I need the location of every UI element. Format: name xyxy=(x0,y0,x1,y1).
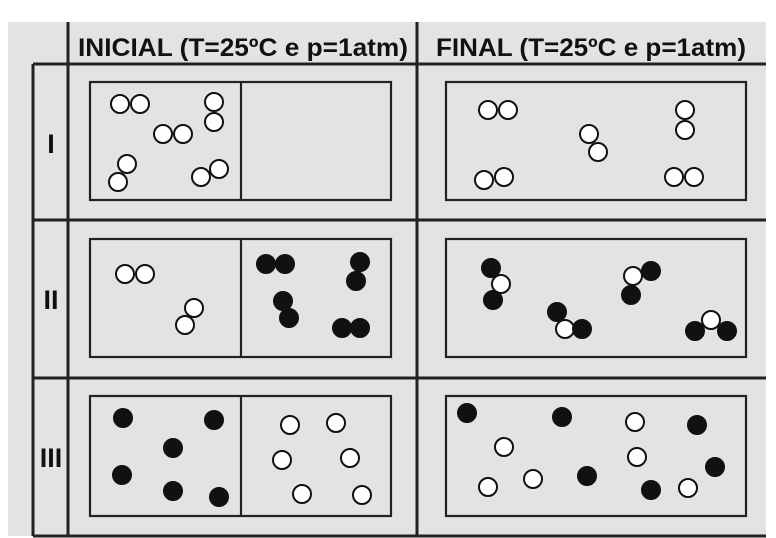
white-atom xyxy=(626,413,644,431)
black-atom xyxy=(688,416,706,434)
white-atom xyxy=(628,448,646,466)
atom-row3-initial-left-3 xyxy=(164,439,182,457)
white-atom xyxy=(118,155,136,173)
atom-row3-final-6 xyxy=(628,448,646,466)
white-atom xyxy=(205,113,223,131)
white-atom xyxy=(589,143,607,161)
atom-row3-final-11 xyxy=(642,481,660,499)
black-atom xyxy=(210,488,228,506)
atom-row3-initial-left-5 xyxy=(164,482,182,500)
header-final: FINAL (T=25ºC e p=1atm) xyxy=(436,34,746,62)
white-atom xyxy=(109,173,127,191)
black-atom xyxy=(642,262,660,280)
white-atom xyxy=(679,479,697,497)
atom-row3-final-5 xyxy=(495,438,513,456)
black-atom xyxy=(113,466,131,484)
atom-row3-final-1 xyxy=(458,404,476,422)
row-label-3: III xyxy=(40,443,63,473)
black-atom xyxy=(347,272,365,290)
atom-row3-initial-left-1 xyxy=(114,409,132,427)
white-atom xyxy=(479,101,497,119)
atom-row3-initial-right-3 xyxy=(273,451,291,469)
white-atom xyxy=(624,267,642,285)
row-label-2: II xyxy=(43,285,58,315)
white-atom xyxy=(174,125,192,143)
row-label-1: I xyxy=(47,129,55,159)
black-atom xyxy=(114,409,132,427)
white-atom xyxy=(327,414,345,432)
white-atom xyxy=(475,171,493,189)
atom-row3-final-3 xyxy=(626,413,644,431)
atom-row3-final-12 xyxy=(679,479,697,497)
white-atom xyxy=(580,125,598,143)
black-atom xyxy=(276,255,294,273)
white-atom xyxy=(111,95,129,113)
atom-row3-initial-left-2 xyxy=(205,411,223,429)
white-atom xyxy=(185,299,203,317)
black-atom xyxy=(257,255,275,273)
black-atom xyxy=(718,322,736,340)
black-atom xyxy=(622,286,640,304)
white-atom xyxy=(495,168,513,186)
black-atom xyxy=(205,411,223,429)
atom-row3-final-4 xyxy=(688,416,706,434)
atom-row3-initial-right-5 xyxy=(293,485,311,503)
white-atom xyxy=(556,320,574,338)
black-atom xyxy=(553,408,571,426)
white-atom xyxy=(205,93,223,111)
black-atom xyxy=(482,259,500,277)
black-atom xyxy=(164,482,182,500)
black-atom xyxy=(706,458,724,476)
white-atom xyxy=(524,470,542,488)
header-initial: INICIAL (T=25ºC e p=1atm) xyxy=(78,34,408,62)
white-atom xyxy=(676,121,694,139)
black-atom xyxy=(333,319,351,337)
white-atom xyxy=(495,438,513,456)
white-atom xyxy=(154,125,172,143)
white-atom xyxy=(665,168,683,186)
white-atom xyxy=(136,265,154,283)
atom-row3-final-7 xyxy=(706,458,724,476)
white-atom xyxy=(131,95,149,113)
atom-row3-initial-right-4 xyxy=(341,449,359,467)
black-atom xyxy=(573,320,591,338)
atom-row3-final-8 xyxy=(578,467,596,485)
atom-row3-initial-left-4 xyxy=(113,466,131,484)
white-atom xyxy=(499,101,517,119)
black-atom xyxy=(484,291,502,309)
black-atom xyxy=(351,319,369,337)
black-atom xyxy=(351,253,369,271)
white-atom xyxy=(479,478,497,496)
white-atom xyxy=(341,449,359,467)
atom-row3-initial-right-2 xyxy=(327,414,345,432)
atom-row3-final-9 xyxy=(524,470,542,488)
atom-row3-initial-right-6 xyxy=(353,486,371,504)
black-atom xyxy=(548,303,566,321)
white-atom xyxy=(116,265,134,283)
white-atom xyxy=(293,485,311,503)
black-atom xyxy=(280,309,298,327)
black-atom xyxy=(578,467,596,485)
white-atom xyxy=(353,486,371,504)
white-atom xyxy=(281,416,299,434)
white-atom xyxy=(273,451,291,469)
white-atom xyxy=(176,316,194,334)
white-atom xyxy=(676,101,694,119)
atom-row3-initial-right-1 xyxy=(281,416,299,434)
black-atom xyxy=(458,404,476,422)
white-atom xyxy=(210,160,228,178)
black-atom xyxy=(642,481,660,499)
atom-row3-initial-left-6 xyxy=(210,488,228,506)
atom-row3-final-2 xyxy=(553,408,571,426)
black-atom xyxy=(164,439,182,457)
white-atom xyxy=(702,311,720,329)
atom-row3-final-10 xyxy=(479,478,497,496)
white-atom xyxy=(685,168,703,186)
white-atom xyxy=(192,168,210,186)
black-atom xyxy=(686,322,704,340)
black-atom xyxy=(274,292,292,310)
